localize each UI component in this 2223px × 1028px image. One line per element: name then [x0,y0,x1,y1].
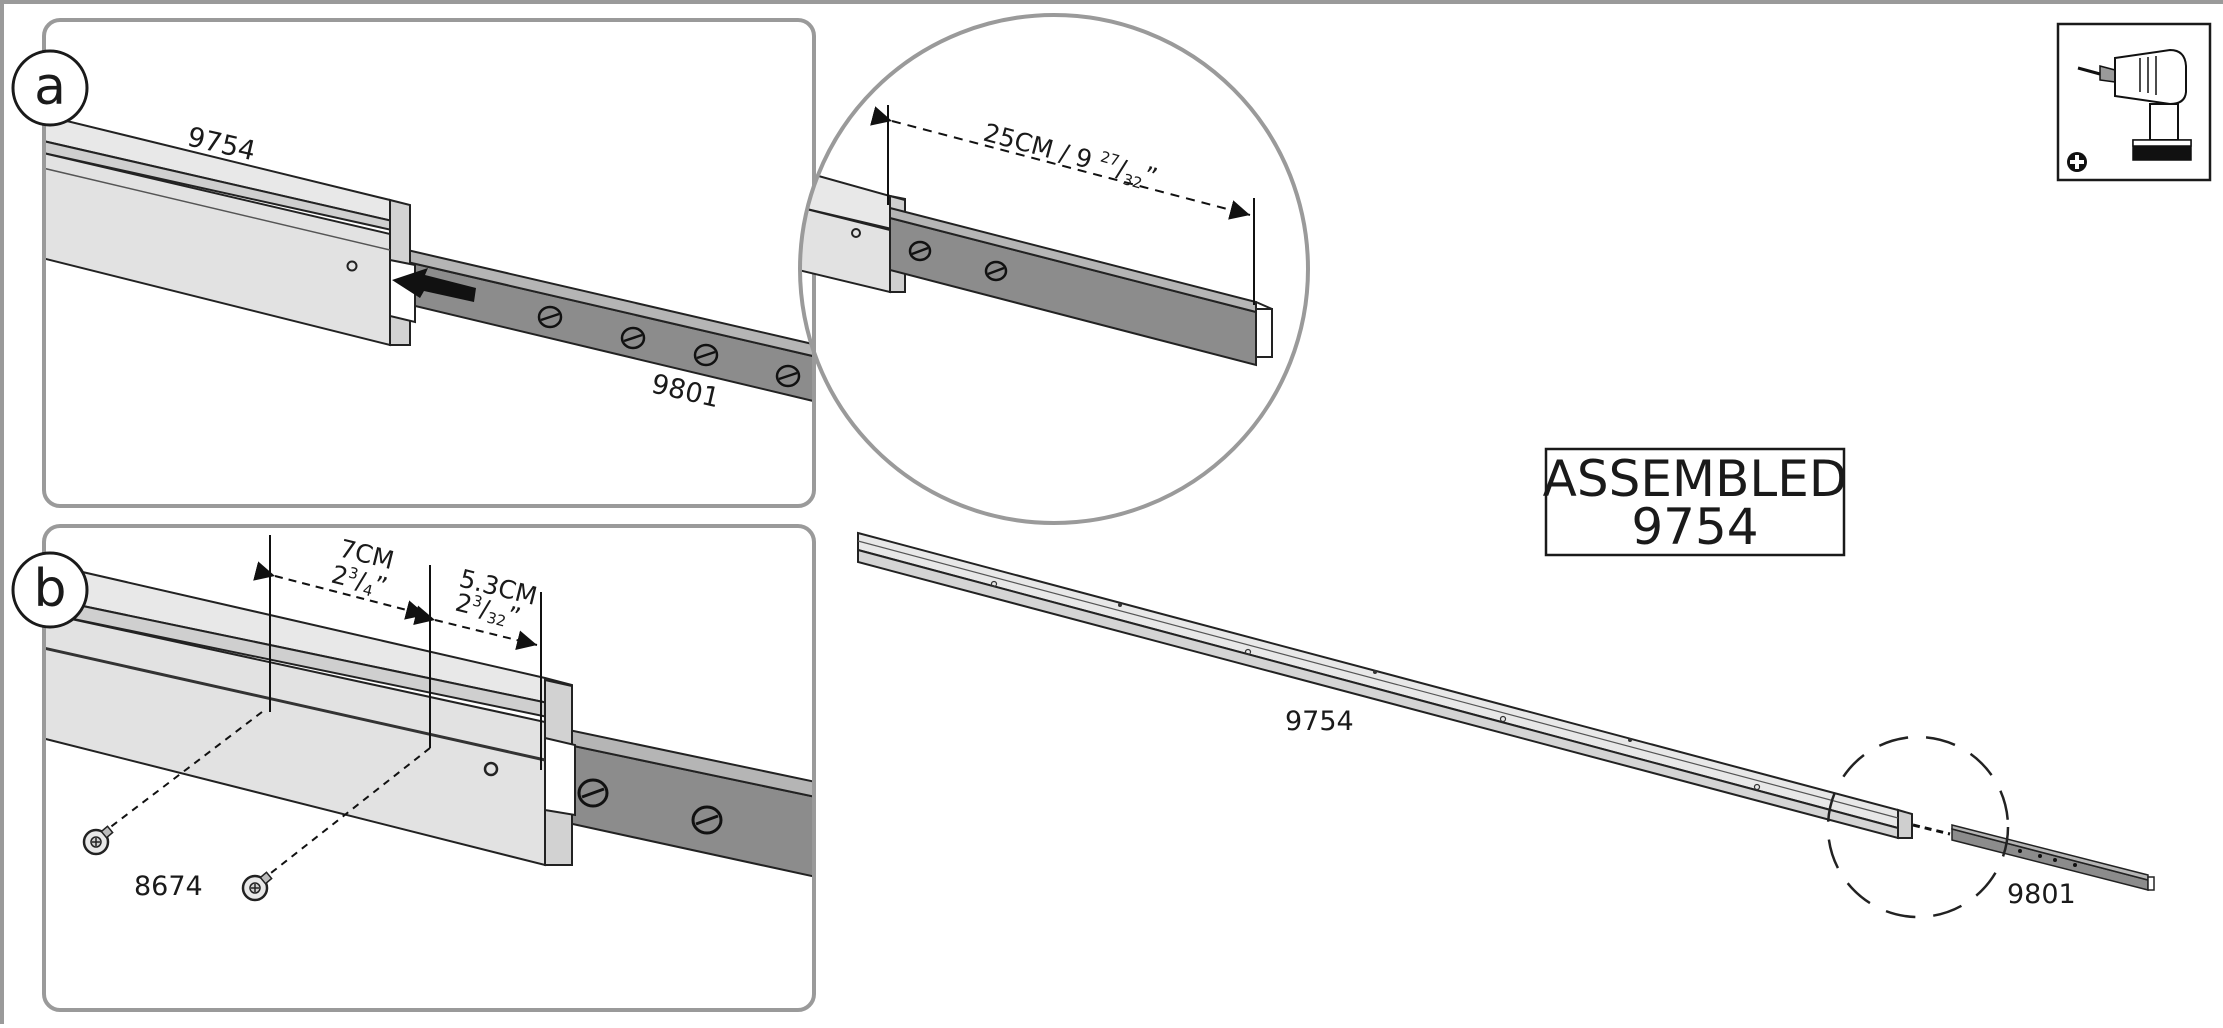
assembled-rail [857,531,1913,840]
assembled-rail-part-number: 9754 [1285,706,1354,737]
rail-a [44,110,416,347]
panel-a: a 9754 9801 [11,18,816,508]
panel-b-badge: b [11,551,89,629]
panel-a-badge-label: a [34,57,66,117]
screw-icon [82,825,114,856]
insert-arrow-icon [392,268,476,302]
power-drill-icon [2056,22,2212,182]
screw-icon [241,871,273,902]
detail-circle: 25CM / 9 27/32” [798,13,1310,525]
detail-dimension-line [870,105,1255,305]
panel-b-dimension-lines [253,535,542,770]
rail-b [44,558,576,867]
assembled-detail-callout [1826,735,2010,919]
assembled-insert-part-number: 9801 [2007,879,2076,910]
detail-dimension-label: 25CM / 9 27/32” [979,117,1160,196]
panel-b-frame [42,524,816,1012]
insert-tube-a [389,244,814,407]
assembled-part-number: 9754 [1631,498,1758,556]
panel-b: b 7CM 23/4” 5.3CM 23/32” 8674 [11,524,816,1012]
detail-circle-frame [798,13,1310,525]
plus-circle-icon [2067,152,2087,172]
assembled-insert [1912,823,2155,891]
panel-a-badge: a [11,49,89,127]
screw-guide-lines [99,711,431,881]
insert-tube-b [544,723,814,882]
panel-b-badge-label: b [33,559,66,619]
assembled-label-box: ASSEMBLED 9754 [1543,447,1848,557]
dim1-imperial-label: 23/4” [328,560,390,604]
screw-part-number: 8674 [134,871,203,902]
assembled-title: ASSEMBLED [1543,450,1848,508]
detail-insert-tube [889,206,1273,367]
